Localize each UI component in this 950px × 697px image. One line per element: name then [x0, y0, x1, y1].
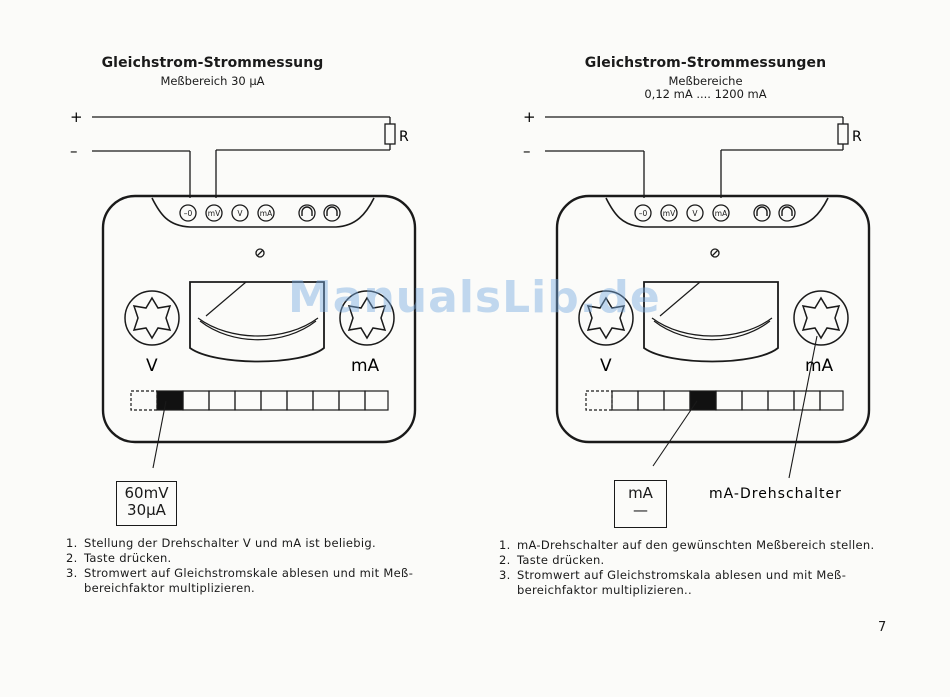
- terminal-ma: [257, 204, 275, 222]
- right-step-3: 3.Stromwert auf Gleichstromskala ablesen…: [499, 568, 847, 597]
- right-subtitle-line1: Meßbereiche: [668, 74, 743, 88]
- right-panel: Gleichstrom-Strommessungen Meßbereiche 0…: [475, 0, 950, 697]
- terminal-minus0: [179, 204, 197, 222]
- left-subtitle: Meßbereich 30 μA: [160, 74, 265, 88]
- left-knob-ma: [339, 290, 395, 346]
- left-knob-ma-label: mA: [351, 356, 380, 376]
- terminal-label-v: V: [237, 209, 243, 218]
- right-zero-screw: [710, 248, 720, 258]
- left-zero-screw: [255, 248, 265, 258]
- right-terminal-label-minus0: –0: [639, 209, 648, 218]
- right-scale-arc: [651, 317, 773, 337]
- right-pointer-line: [652, 400, 698, 467]
- right-minus-label: –: [523, 142, 531, 160]
- left-step-2: 2.Taste drücken.: [66, 551, 172, 565]
- right-knob-ma: [793, 290, 849, 346]
- right-subtitle: Meßbereiche 0,12 mA .... 1200 mA: [468, 75, 943, 101]
- right-knob-v: [578, 290, 634, 346]
- right-range-label-box: mA —: [614, 480, 667, 528]
- terminal-label-ma: mA: [260, 209, 273, 218]
- right-plus-label: +: [523, 108, 536, 126]
- left-panel: Gleichstrom-Strommessung Meßbereich 30 μ…: [66, 55, 466, 596]
- left-scale-window: [189, 281, 325, 363]
- terminal-mv: [205, 204, 223, 222]
- left-meter-diagram: + – R –0 mV V mA: [70, 108, 417, 469]
- right-range-strip: [585, 390, 844, 411]
- left-plus-label: +: [70, 108, 83, 126]
- right-needle: [659, 281, 701, 317]
- right-switch-label: mA-Drehschalter: [709, 486, 842, 502]
- terminal-label-mv: mV: [208, 209, 221, 218]
- right-meter-diagram: + – R –0 mV V mA: [523, 108, 871, 502]
- terminal-v: [231, 204, 249, 222]
- left-title: Gleichstrom-Strommessung: [101, 55, 324, 71]
- left-box-line1: 60mV: [124, 484, 169, 502]
- right-scale-window: [643, 281, 779, 363]
- left-instructions: 1.Stellung der Drehschalter V und mA ist…: [66, 536, 466, 596]
- right-instructions: 1.mA-Drehschalter auf den gewünschten Me…: [499, 538, 919, 598]
- left-wiring: [92, 116, 396, 205]
- right-resistor: [837, 123, 849, 145]
- left-range-strip: [130, 390, 389, 411]
- right-step-1: 1.mA-Drehschalter auf den gewünschten Me…: [499, 538, 875, 552]
- right-knob-v-label: V: [600, 356, 612, 376]
- page-number: 7: [878, 620, 887, 635]
- terminal-label-minus0: –0: [184, 209, 193, 218]
- left-step-3: 3.Stromwert auf Gleichstromskale ablesen…: [66, 566, 414, 595]
- left-knob-v-label: V: [146, 356, 158, 376]
- left-pointer-line: [152, 400, 167, 469]
- right-step-2: 2.Taste drücken.: [499, 553, 605, 567]
- left-meter-body: [101, 194, 417, 444]
- right-terminals: [634, 204, 796, 222]
- left-box-line2: 30μA: [127, 501, 166, 519]
- left-knob-v: [124, 290, 180, 346]
- left-resistor: [384, 123, 396, 145]
- right-resistor-label: R: [852, 129, 862, 145]
- left-minus-label: –: [70, 142, 78, 160]
- right-title: Gleichstrom-Strommessungen: [584, 55, 827, 71]
- right-terminal-label-ma: mA: [715, 209, 728, 218]
- right-wiring: [545, 116, 849, 205]
- watermark: ManualsLib.de: [288, 272, 661, 323]
- right-switch-pointer-line: [788, 335, 818, 479]
- left-needle: [205, 281, 247, 317]
- left-step-1: 1.Stellung der Drehschalter V und mA ist…: [66, 536, 376, 550]
- left-scale-arc: [197, 317, 319, 337]
- right-subtitle-line2: 0,12 mA .... 1200 mA: [644, 87, 767, 101]
- right-box-line2: —: [633, 501, 648, 519]
- right-box-line1: mA: [628, 484, 653, 502]
- right-terminal-label-v: V: [692, 209, 698, 218]
- left-resistor-label: R: [399, 129, 409, 145]
- right-terminal-label-mv: mV: [663, 209, 676, 218]
- left-range-label-box: 60mV 30μA: [116, 481, 177, 526]
- right-meter-body: [555, 194, 871, 444]
